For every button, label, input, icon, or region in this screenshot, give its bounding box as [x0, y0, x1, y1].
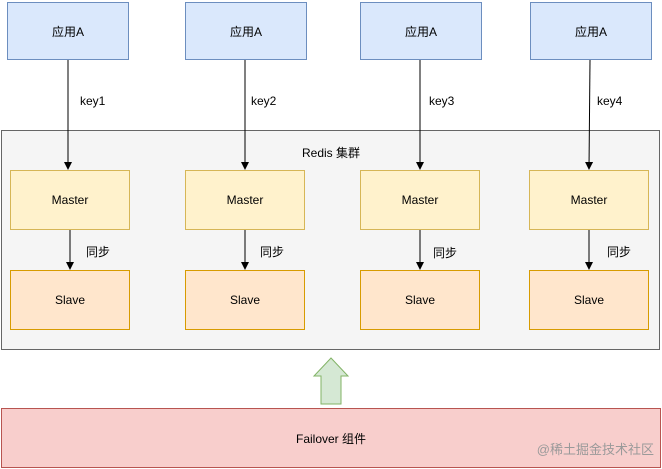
- slave-node-4: Slave: [529, 270, 649, 330]
- app-box-3: 应用A: [360, 2, 482, 60]
- redis-cluster-label: Redis 集群: [301, 146, 360, 160]
- slave-node-2: Slave: [185, 270, 305, 330]
- slave-node-1: Slave: [10, 270, 130, 330]
- sync-label-1: 同步: [86, 245, 111, 259]
- app-box-1: 应用A: [7, 2, 129, 60]
- master-node-2: Master: [185, 170, 305, 230]
- failover-up-arrow: [312, 357, 350, 405]
- sync-label-4: 同步: [607, 245, 632, 259]
- master-node-4: Master: [529, 170, 649, 230]
- edge-label-key2: key2: [251, 94, 277, 108]
- edge-label-key4: key4: [597, 94, 623, 108]
- edge-label-key3: key3: [429, 94, 455, 108]
- watermark-text: @稀土掘金技术社区: [536, 442, 654, 457]
- sync-label-2: 同步: [260, 245, 285, 259]
- edge-label-key1: key1: [80, 94, 106, 108]
- failover-component: Failover 组件: [1, 408, 661, 468]
- sync-label-3: 同步: [433, 246, 458, 260]
- slave-node-3: Slave: [360, 270, 480, 330]
- master-node-3: Master: [360, 170, 480, 230]
- app-box-2: 应用A: [185, 2, 307, 60]
- master-node-1: Master: [10, 170, 130, 230]
- app-box-4: 应用A: [530, 2, 652, 60]
